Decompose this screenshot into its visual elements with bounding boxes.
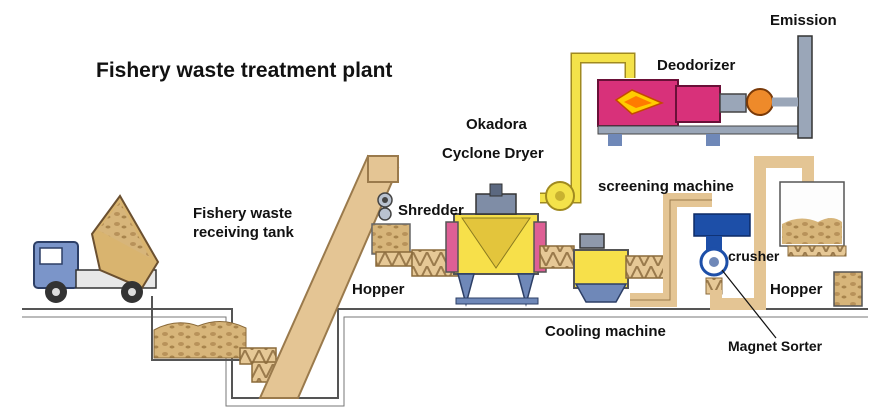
ground-line [22, 308, 868, 407]
crusher [693, 156, 814, 339]
cyclone-dryer [445, 183, 547, 307]
dump-truck [33, 194, 160, 303]
label-shredder: Shredder [398, 202, 464, 219]
label-emission: Emission [770, 12, 837, 29]
diagram-title: Fishery waste treatment plant [96, 59, 393, 82]
label-okadora: Okadora [466, 116, 527, 133]
label-cooling-machine: Cooling machine [545, 323, 666, 340]
receiving-tank [151, 296, 281, 383]
conveyor-to-cooler [539, 245, 575, 269]
product-hopper [779, 181, 863, 307]
label-crusher: crusher [728, 248, 780, 264]
label-hopper-left: Hopper [352, 281, 405, 298]
inclined-conveyor [258, 154, 400, 399]
deodorizer [597, 79, 807, 146]
label-magnet-sorter: Magnet Sorter [728, 338, 823, 354]
conveyor-to-crusher [630, 193, 712, 307]
label-receiving-tank-2: receiving tank [193, 224, 294, 241]
hopper-left [371, 223, 461, 277]
label-cyclone-dryer: Cyclone Dryer [442, 145, 544, 162]
label-receiving-tank-1: Fishery waste [193, 205, 293, 222]
shredder [377, 192, 393, 221]
cooling-machine [573, 233, 665, 303]
emission-stack [772, 35, 813, 139]
label-hopper-right: Hopper [770, 281, 823, 298]
label-screening-machine: screening machine [598, 178, 734, 195]
label-deodorizer: Deodorizer [657, 57, 736, 74]
exhaust-duct [540, 52, 636, 211]
